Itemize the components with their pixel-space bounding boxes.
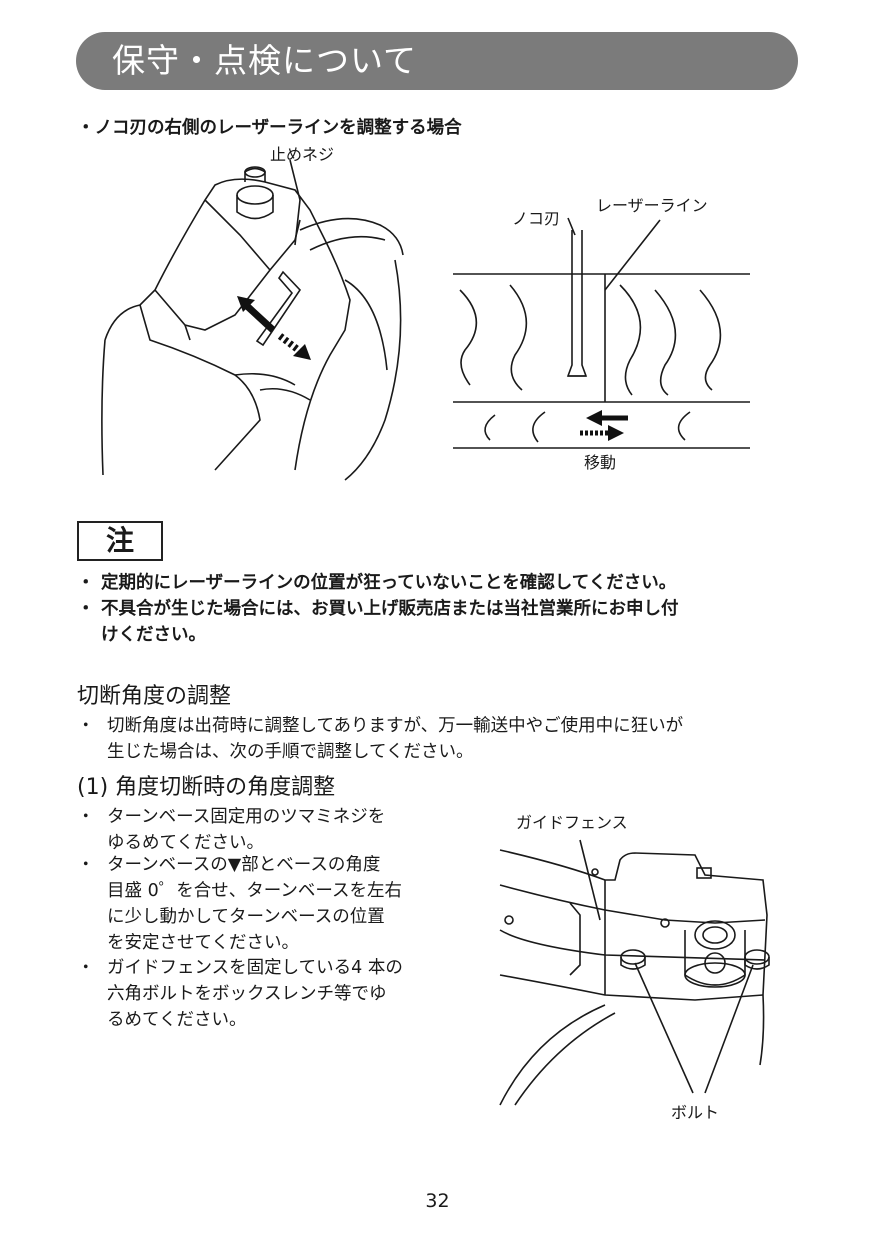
- bullet-dot: ・: [77, 599, 95, 619]
- screw-label: 止めネジ: [270, 145, 335, 164]
- bullet-dot: ・: [77, 855, 95, 875]
- note-line: けください。: [101, 625, 206, 645]
- bullet-dot: ・: [77, 573, 95, 593]
- cut-angle-paragraph: ・ 切断角度は出荷時に調整してありますが、万一輸送中やご使用中に狂いが 生じた場…: [77, 713, 802, 765]
- bevel-line: ガイドフェンスを固定している4 本の: [107, 958, 403, 978]
- move-label: 移動: [584, 453, 617, 472]
- bullet-dot: ・: [77, 716, 95, 736]
- bevel-line: 六角ボルトをボックスレンチ等でゆ: [107, 984, 387, 1004]
- bevel-line: るめてください。: [107, 1010, 247, 1030]
- cut-angle-title: 切断角度の調整: [77, 684, 232, 709]
- bullet-dot: ・: [77, 958, 95, 978]
- bullet-dot: ・: [77, 807, 95, 827]
- header-bar: [76, 32, 798, 90]
- figure-laser-line: [453, 217, 750, 449]
- bevel-line: を安定させてください。: [107, 933, 299, 953]
- cut-angle-line: 切断角度は出荷時に調整してありますが、万一輸送中やご使用中に狂いが: [107, 716, 684, 736]
- cut-angle-line: 生じた場合は、次の手順で調整してください。: [107, 742, 474, 762]
- bevel-line: に少し動かしてターンベースの位置: [107, 907, 385, 927]
- page-title: 保守・点検について: [112, 41, 418, 80]
- note-line: 不具合が生じた場合には、お買い上げ販売店または当社営業所にお申し付: [101, 599, 679, 619]
- note-bullet: ・ 定期的にレーザーラインの位置が狂っていないことを確認してください。: [77, 570, 797, 596]
- bevel-line: ターンベースの▼部とベースの角度: [107, 855, 381, 875]
- laser-line-label: レーザーライン: [596, 196, 708, 215]
- blade-label: ノコ刃: [512, 209, 561, 228]
- bevel-line: 目盛 0゜を合せ、ターンベースを左右: [107, 881, 402, 901]
- figure-saw-head: [101, 159, 404, 481]
- guide-fence-label: ガイドフェンス: [516, 813, 628, 832]
- bolt-label: ボルト: [671, 1103, 720, 1122]
- bevel-bullet: ・ ガイドフェンスを固定している4 本の 六角ボルトをボックスレンチ等でゆ るめ…: [77, 955, 477, 1033]
- bevel-line: ターンベース固定用のツマミネジを: [107, 807, 386, 827]
- note-line: 定期的にレーザーラインの位置が狂っていないことを確認してください。: [101, 573, 677, 593]
- note-badge: 注: [77, 521, 163, 561]
- bevel-line: ゆるめてください。: [107, 833, 264, 853]
- laser-adjust-heading: ・ノコ刃の右側のレーザーラインを調整する場合: [77, 118, 462, 138]
- bevel-bullet: ・ ターンベースの▼部とベースの角度 目盛 0゜を合せ、ターンベースを左右 に少…: [77, 852, 477, 956]
- note-bullet: ・ 不具合が生じた場合には、お買い上げ販売店または当社営業所にお申し付 けくださ…: [77, 596, 797, 648]
- figure-guide-fence: [499, 839, 770, 1106]
- bevel-bullet: ・ ターンベース固定用のツマミネジを ゆるめてください。: [77, 804, 477, 856]
- bevel-title: (1) 角度切断時の角度調整: [77, 775, 336, 800]
- page-number: 32: [425, 1190, 450, 1212]
